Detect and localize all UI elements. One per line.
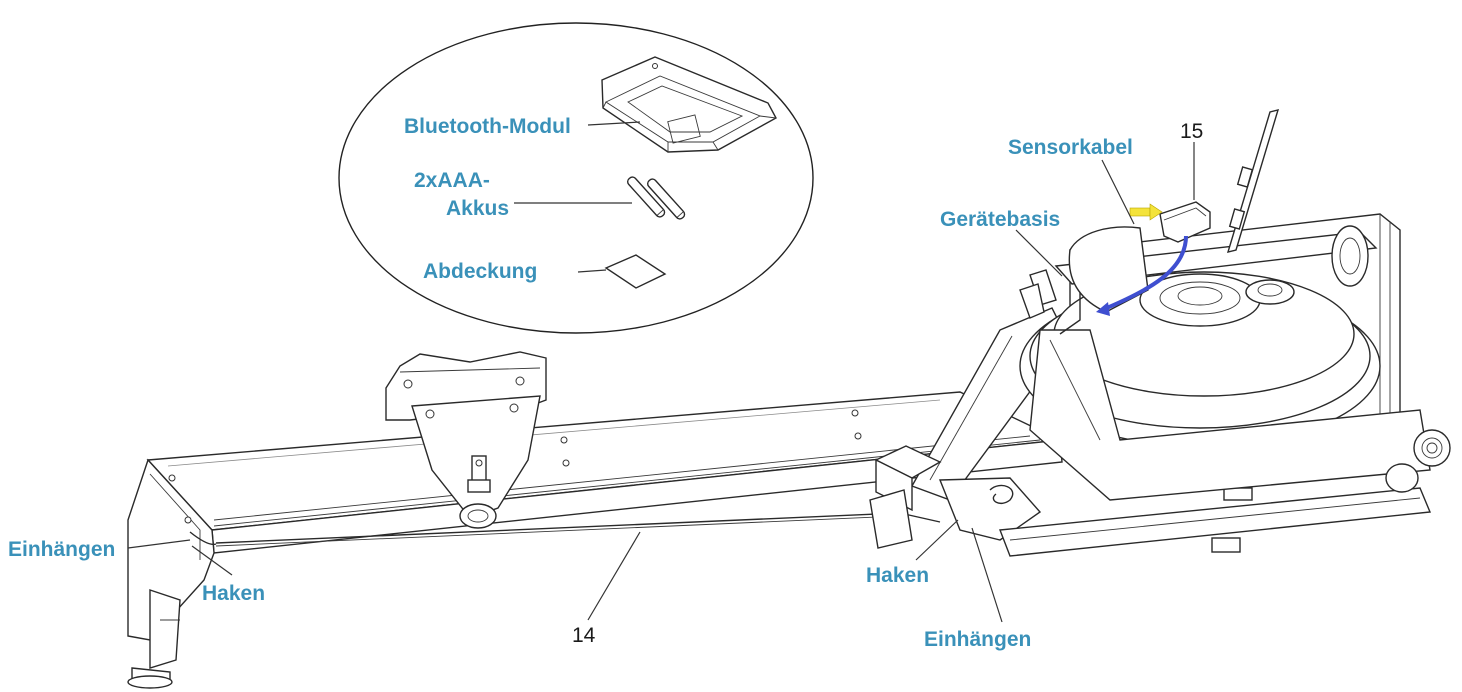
- sensor-cable-blue: [1101, 235, 1188, 312]
- label-hook-right: Haken: [866, 564, 929, 587]
- label-batteries-line2: Akkus: [446, 197, 509, 220]
- cable-arrowhead: [1096, 302, 1110, 316]
- seat: [385, 351, 547, 529]
- flywheel-housing: [1019, 213, 1451, 501]
- label-hang-right: Einhängen: [924, 628, 1031, 651]
- label-cover: Abdeckung: [423, 260, 537, 283]
- handle-arm: [1226, 109, 1280, 253]
- label-part-15: 15: [1180, 120, 1203, 143]
- label-device-base: Gerätebasis: [940, 208, 1060, 231]
- sensor-assembly: [1068, 201, 1211, 316]
- cover-drawing: [604, 254, 667, 289]
- label-hook-left: Haken: [202, 582, 265, 605]
- labels: Sensorkabel 15 Gerätebasis Einhängen Hak…: [8, 120, 1203, 651]
- label-sensor-cable: Sensorkabel: [1008, 136, 1133, 159]
- detail-inset: Bluetooth-Modul 2xAAA- Akkus Abdeckung: [338, 22, 814, 334]
- label-part-14: 14: [572, 624, 596, 647]
- label-batteries-line1: 2xAAA-: [414, 169, 490, 192]
- label-bluetooth-module: Bluetooth-Modul: [404, 115, 571, 138]
- detail-inset-circle: [338, 22, 814, 334]
- label-hang-left: Einhängen: [8, 538, 115, 561]
- rail: [127, 391, 1063, 689]
- batteries-drawing: [626, 176, 686, 220]
- bluetooth-module-drawing: [601, 56, 777, 153]
- leader-lines: [127, 142, 1195, 623]
- yellow-arrow-icon: [1129, 203, 1163, 221]
